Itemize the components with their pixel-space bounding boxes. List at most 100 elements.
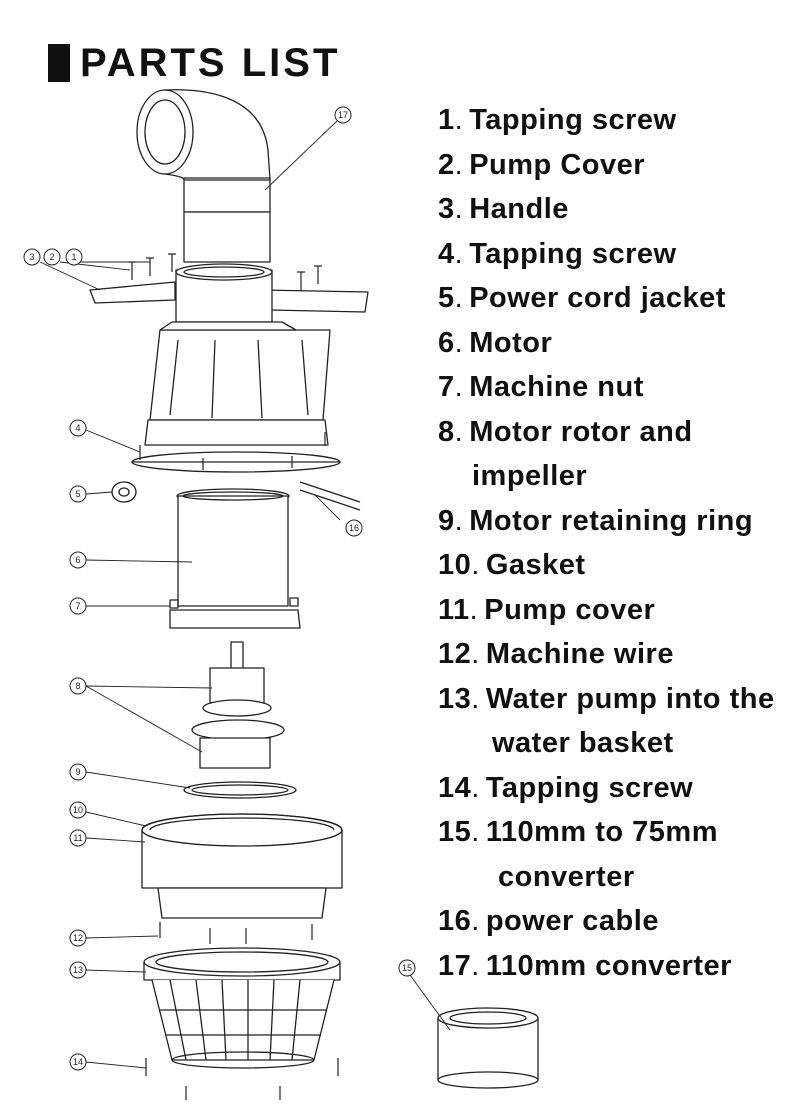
callout-2: 2: [49, 252, 54, 262]
callout-12: 12: [73, 933, 83, 943]
part-item: 6.Motor: [438, 321, 798, 366]
part-number: 10: [438, 549, 472, 581]
part-number: 3: [438, 193, 455, 225]
part-number: 4: [438, 237, 455, 270]
part-item: 16.power cable: [438, 899, 798, 944]
callout-16: 16: [349, 523, 359, 533]
part-item: 9.Motor retaining ring: [438, 499, 798, 544]
part-separator: .: [471, 638, 480, 670]
callout-5: 5: [75, 489, 80, 499]
callout-6: 6: [75, 555, 80, 565]
part-number: 14: [438, 771, 472, 804]
callout-1: 1: [71, 252, 76, 262]
callout-14: 14: [73, 1057, 83, 1067]
part-label: Tapping screw: [469, 237, 677, 270]
part-number: 6: [438, 326, 455, 359]
part-separator: .: [454, 148, 464, 181]
part-item: 4.Tapping screw: [438, 232, 798, 277]
part-label: Tapping screw: [469, 104, 677, 136]
part-label: Tapping screw: [485, 771, 694, 804]
page-title: PARTS LIST: [48, 38, 340, 88]
screws-14: [145, 1058, 339, 1100]
part-item: 1.Tapping screw: [438, 98, 798, 143]
part-separator: .: [454, 415, 464, 448]
part-number: 16: [438, 905, 472, 937]
part-label: Power cord jacket: [469, 282, 726, 314]
callout-11: 11: [73, 833, 82, 843]
part-separator: .: [454, 282, 464, 314]
callout-9: 9: [75, 767, 80, 777]
part-item: 11.Pump cover: [438, 588, 798, 633]
part-label: Machine wire: [485, 638, 674, 670]
part-label: Pump Cover: [469, 148, 646, 181]
part-label: Handle: [469, 193, 569, 225]
part-separator: .: [454, 371, 464, 403]
part-separator: .: [471, 549, 480, 581]
part-item: 14.Tapping screw: [438, 766, 798, 811]
part-label: 110mm converter: [485, 949, 732, 982]
part-separator: .: [454, 193, 464, 225]
part-separator: .: [454, 237, 464, 270]
part-item: 8.Motor rotor and: [438, 410, 798, 455]
part-label-continued: water basket: [492, 727, 674, 759]
part-elbow-converter: [136, 89, 271, 263]
part-item: 15.110mm to 75mm: [438, 810, 798, 855]
title-square-icon: [48, 44, 70, 82]
part-number: 17: [438, 949, 472, 982]
part-separator: .: [471, 905, 480, 937]
part-label: Gasket: [485, 549, 586, 581]
callout-13: 13: [73, 965, 83, 975]
callouts: [23, 106, 416, 1071]
part-number: 9: [438, 504, 455, 537]
part-item: 3.Handle: [438, 187, 798, 232]
callout-15: 15: [402, 963, 412, 973]
part-cord-jacket: [111, 481, 137, 503]
callout-labels: 17 3 2 1 4 5 6 7 8 9 10 11 12 13 14 16 1…: [29, 110, 412, 1067]
part-label: Water pump into the: [485, 682, 775, 715]
part-item: 17.110mm converter: [438, 944, 798, 989]
part-separator: .: [471, 816, 480, 848]
part-number: 12: [438, 638, 472, 670]
part-basket: [143, 947, 341, 1069]
part-separator: .: [454, 104, 464, 136]
part-separator: .: [471, 771, 480, 804]
part-item: 13.Water pump into the: [438, 677, 798, 722]
part-separator: .: [469, 593, 479, 626]
part-rotor-impeller: [191, 641, 285, 769]
part-label-continued: converter: [498, 860, 635, 893]
part-handle: [89, 263, 369, 473]
part-retaining-ring: [183, 781, 297, 799]
part-label: Machine nut: [469, 371, 644, 403]
part-label: power cable: [485, 905, 659, 937]
part-item: 12.Machine wire: [438, 632, 798, 677]
callout-8: 8: [75, 681, 80, 691]
part-item: 7.Machine nut: [438, 365, 798, 410]
part-number: 11: [438, 593, 470, 626]
callout-7: 7: [75, 601, 80, 611]
part-item: 2.Pump Cover: [438, 143, 798, 188]
title-text: PARTS LIST: [80, 40, 341, 85]
part-separator: .: [471, 949, 480, 982]
part-separator: .: [471, 682, 480, 715]
part-item: 5.Power cord jacket: [438, 276, 798, 321]
part-number: 15: [438, 816, 472, 848]
screws-4: [139, 432, 326, 470]
part-separator: .: [454, 326, 464, 359]
part-label-continued: impeller: [472, 460, 588, 492]
part-number: 5: [438, 282, 455, 314]
part-pump-cover: [141, 813, 343, 919]
part-power-cable: [299, 481, 361, 511]
part-separator: .: [454, 504, 464, 537]
part-label: Motor rotor and: [469, 415, 693, 448]
callout-3: 3: [29, 252, 34, 262]
part-motor: [169, 488, 301, 629]
screws-12: [159, 922, 313, 944]
part-number: 1: [438, 104, 455, 136]
part-label: 110mm to 75mm: [485, 816, 718, 848]
part-converter-75: [437, 1007, 539, 1089]
part-label: Pump cover: [484, 593, 656, 626]
part-number: 8: [438, 415, 455, 448]
callout-10: 10: [73, 805, 83, 815]
